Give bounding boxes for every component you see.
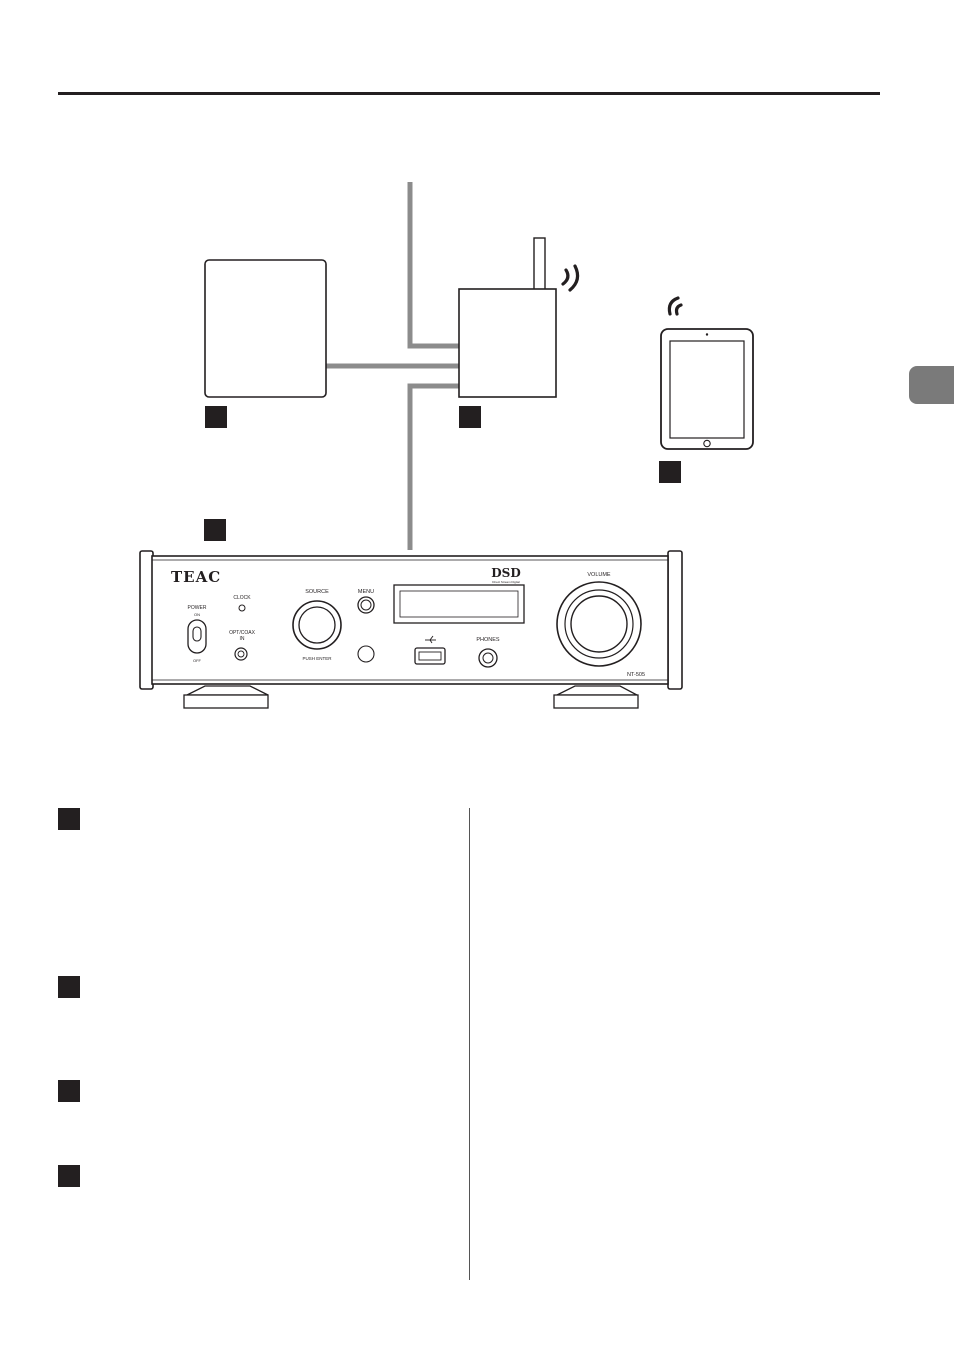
brand-logo: TEAC xyxy=(171,568,221,586)
tablet-camera xyxy=(705,333,709,336)
ir-sensor xyxy=(357,645,375,663)
power-switch-lever xyxy=(192,626,202,642)
network-cables xyxy=(326,182,459,550)
chapter-tab xyxy=(909,366,954,404)
tablet xyxy=(660,328,754,450)
router-box xyxy=(458,288,557,398)
source-knob xyxy=(298,606,336,644)
right-side-panel xyxy=(667,550,683,690)
source-label: SOURCE xyxy=(305,589,329,595)
computer-box xyxy=(204,259,327,398)
opt-coax-in-label: IN xyxy=(240,636,245,642)
tablet-wifi-signal-icon xyxy=(667,296,683,316)
right-foot xyxy=(556,685,638,696)
push-enter-label: PUSH ENTER xyxy=(302,656,332,661)
model-label: NT-505 xyxy=(627,672,645,678)
router-wifi-signal-icon xyxy=(561,264,580,292)
dsd-logo: DSD xyxy=(491,566,520,580)
dsd-subtitle: Direct Stream Digital xyxy=(492,580,520,584)
power-on-label: ON xyxy=(194,612,200,617)
nt505-unit: TEAC POWER ON OFF CLOCK OPT/COAX IN SOUR… xyxy=(139,550,683,709)
phones-label: PHONES xyxy=(476,637,500,643)
tablet-screen xyxy=(669,340,745,439)
marker-router xyxy=(459,406,481,428)
item-marker-1 xyxy=(58,808,80,830)
player-cable xyxy=(407,383,459,550)
network-connection-diagram: TEAC POWER ON OFF CLOCK OPT/COAX IN SOUR… xyxy=(139,182,754,709)
power-label: POWER xyxy=(188,605,207,611)
router xyxy=(458,237,557,398)
left-foot xyxy=(186,685,269,696)
column-divider xyxy=(469,808,470,1280)
left-side-panel xyxy=(139,550,154,690)
item-marker-4 xyxy=(58,1165,80,1187)
router-antenna xyxy=(533,237,546,291)
clock-label: CLOCK xyxy=(233,595,251,601)
tablet-home-button xyxy=(703,439,711,448)
left-foot-base xyxy=(183,694,269,709)
item-marker-2 xyxy=(58,976,80,998)
volume-label: VOLUME xyxy=(587,572,611,578)
item-marker-3 xyxy=(58,1080,80,1102)
volume-knob xyxy=(570,595,628,653)
marker-tablet xyxy=(659,461,681,483)
right-foot-base xyxy=(553,694,639,709)
opt-coax-label: OPT/COAX xyxy=(229,630,256,636)
marker-computer xyxy=(205,406,227,428)
usb-icon xyxy=(425,635,436,644)
top-rule xyxy=(58,92,880,95)
menu-label: MENU xyxy=(358,589,374,595)
power-off-label: OFF xyxy=(193,658,202,663)
internet-cable xyxy=(407,182,459,349)
clock-led xyxy=(238,604,246,612)
marker-player xyxy=(204,519,226,541)
